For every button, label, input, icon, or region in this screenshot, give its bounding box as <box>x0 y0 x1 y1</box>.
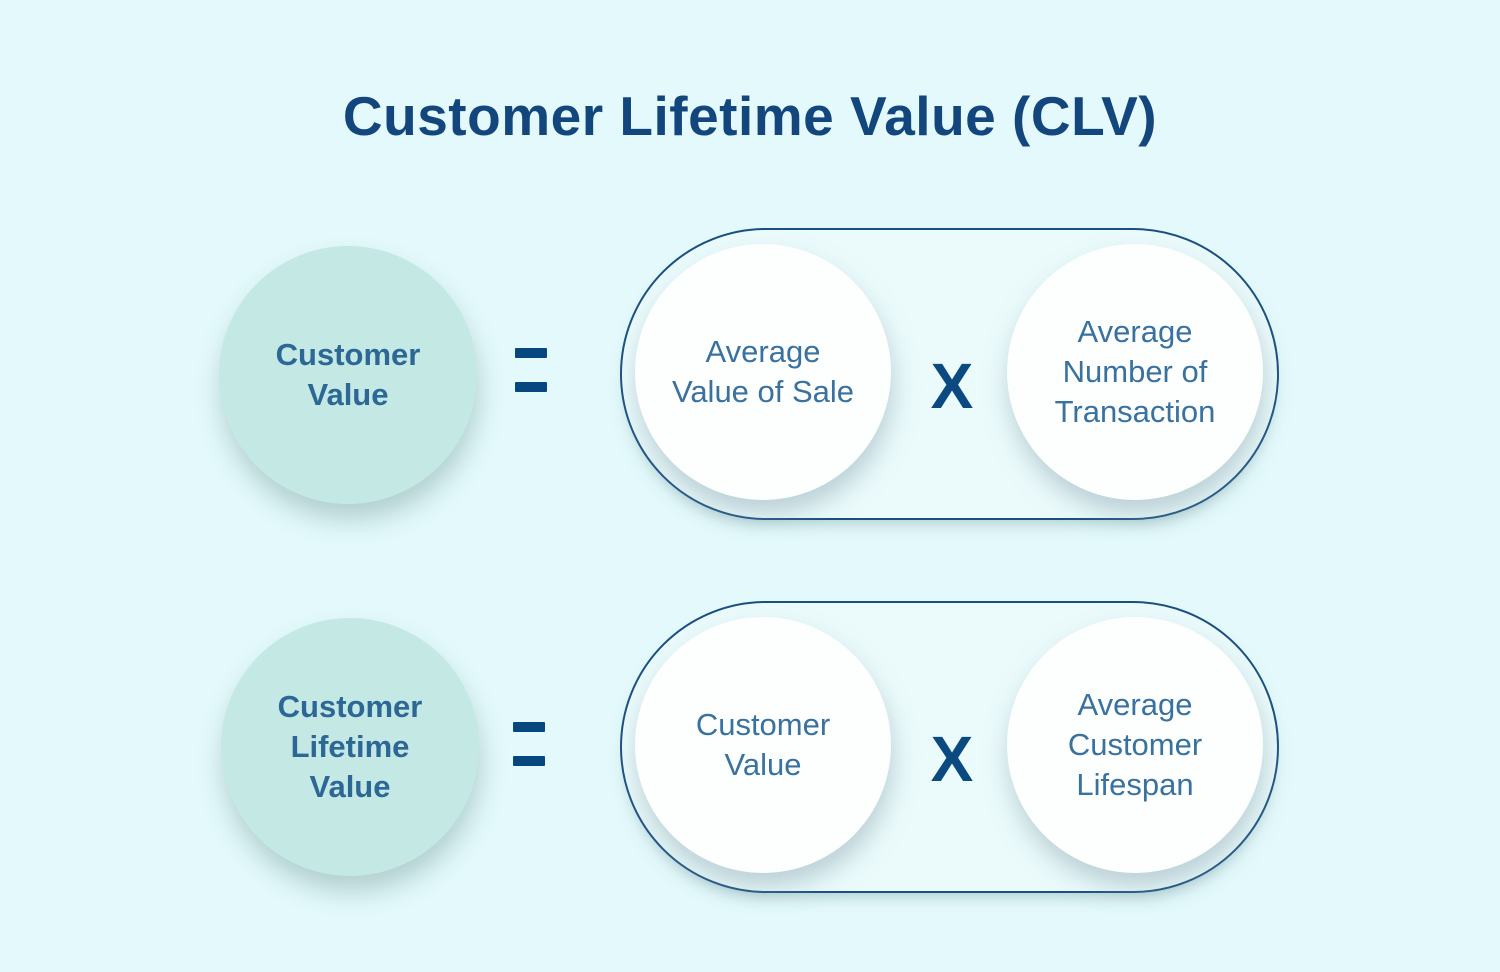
result-circle-customer-value: Customer Value <box>219 246 477 504</box>
formula-group-customer-value: Average Value of Sale X Average Number o… <box>620 228 1279 520</box>
equals-bar-bottom <box>515 382 547 392</box>
multiply-icon: X <box>930 723 974 795</box>
multiply-icon: X <box>930 350 974 422</box>
page-title: Customer Lifetime Value (CLV) <box>342 85 1158 147</box>
factor-circle-average-customer-lifespan: Average Customer Lifespan <box>1007 617 1263 873</box>
formula-group-customer-lifetime-value: Customer Value X Average Customer Lifesp… <box>620 601 1279 893</box>
equals-icon <box>513 722 545 766</box>
factor-circle-average-number-of-transaction: Average Number of Transaction <box>1007 244 1263 500</box>
equals-bar-top <box>515 348 547 358</box>
equals-icon <box>515 348 547 392</box>
equals-bar-top <box>513 722 545 732</box>
equals-bar-bottom <box>513 756 545 766</box>
factor-circle-customer-value: Customer Value <box>635 617 891 873</box>
factor-circle-average-value-of-sale: Average Value of Sale <box>635 244 891 500</box>
result-circle-customer-lifetime-value: Customer Lifetime Value <box>221 618 479 876</box>
